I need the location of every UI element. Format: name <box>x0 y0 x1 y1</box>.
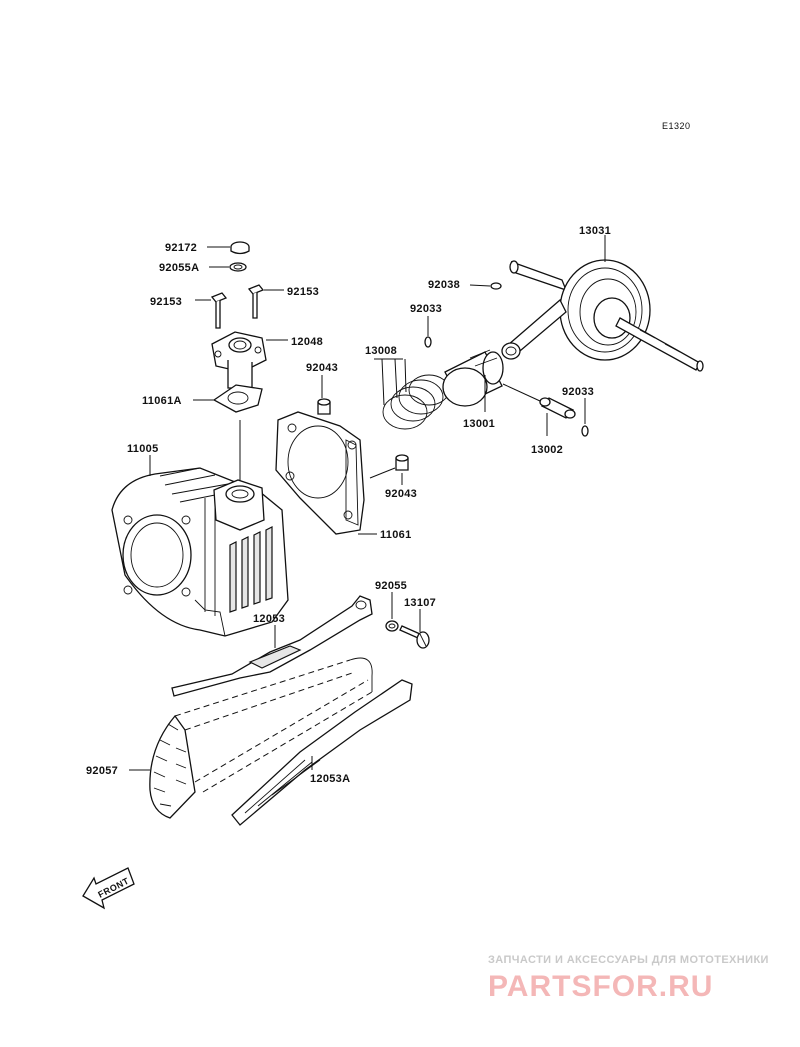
label-92033-right: 92033 <box>562 386 594 398</box>
label-92038: 92038 <box>428 279 460 291</box>
dowel-drawing-92043-top <box>317 398 331 415</box>
gasket-drawing-11061a <box>212 384 263 413</box>
front-arrow-icon: FRONT <box>82 867 135 910</box>
watermark-brand-logo: PARTSFOR.RU <box>488 970 713 1003</box>
label-13031: 13031 <box>579 225 611 237</box>
label-92153-right: 92153 <box>287 286 319 298</box>
label-12048: 12048 <box>291 336 323 348</box>
chain-guide-drawing-a <box>231 679 413 826</box>
dowel-drawing-92043-bottom <box>395 454 409 471</box>
cam-chain-drawing <box>149 657 373 819</box>
label-92043-bottom: 92043 <box>385 488 417 500</box>
circlip-drawing-92033-right <box>581 425 589 437</box>
cap-bolt-drawing <box>230 241 250 255</box>
label-11005: 11005 <box>127 443 158 455</box>
washer-drawing-92055a <box>229 262 247 272</box>
label-12053a: 12053A <box>310 773 350 785</box>
washer-drawing-92055 <box>385 620 399 632</box>
watermark-caption: ЗАПЧАСТИ И АКСЕССУАРЫ ДЛЯ МОТОТЕХНИКИ <box>488 954 769 966</box>
label-12053: 12053 <box>253 613 285 625</box>
label-13107: 13107 <box>404 597 436 609</box>
cylinder-drawing <box>111 467 289 637</box>
clip-drawing-92038 <box>490 282 502 290</box>
bolt-drawing-92153-left <box>210 292 228 329</box>
label-92033-top: 92033 <box>410 303 442 315</box>
bolt-drawing-92153-right <box>247 284 265 319</box>
label-92057: 92057 <box>86 765 118 777</box>
crankshaft-drawing <box>501 259 704 372</box>
pivot-bolt-drawing <box>399 625 430 649</box>
label-92055: 92055 <box>375 580 407 592</box>
label-13002: 13002 <box>531 444 563 456</box>
label-13008: 13008 <box>365 345 397 357</box>
cylinder-gasket-drawing <box>275 411 365 535</box>
label-92043-top: 92043 <box>306 362 338 374</box>
piston-rings-drawing <box>382 374 450 430</box>
label-92172: 92172 <box>165 242 197 254</box>
label-13001: 13001 <box>463 418 495 430</box>
tensioner-drawing <box>211 331 267 389</box>
piston-pin-drawing <box>539 397 576 419</box>
label-11061a: 11061A <box>142 395 182 407</box>
circlip-drawing-92033-top <box>424 336 432 348</box>
label-92055a: 92055A <box>159 262 199 274</box>
label-92153-left: 92153 <box>150 296 182 308</box>
chain-guide-drawing <box>171 595 373 697</box>
piston-drawing <box>442 349 504 407</box>
diagram-code: E1320 <box>662 121 691 131</box>
label-11061: 11061 <box>380 529 411 541</box>
